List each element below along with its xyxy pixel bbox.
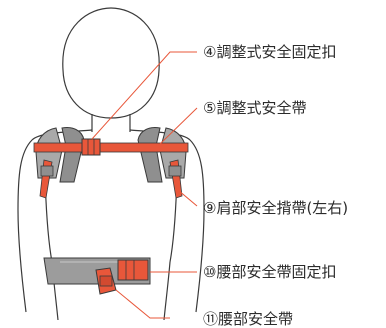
neck-outline <box>91 114 131 132</box>
harness-figure <box>17 7 205 320</box>
chest-buckle <box>81 138 101 156</box>
leader-5 <box>159 107 198 145</box>
shoulder-clip-left <box>40 165 54 177</box>
callout-adjustable-strap: ⑤調整式安全帶 <box>203 99 307 117</box>
chest-strap <box>33 142 189 153</box>
leader-11 <box>115 289 170 319</box>
leader-9 <box>177 189 198 207</box>
waist-belt-buckle <box>117 259 149 281</box>
callout-shoulder-strap: ⑨肩部安全揹帶(左右) <box>203 199 349 217</box>
callout-waist-strap: ⑪腰部安全帶 <box>203 310 294 328</box>
shoulder-clip-right <box>168 165 182 177</box>
torso-outline <box>17 129 205 320</box>
shoulder-strap-left <box>59 127 85 183</box>
leader-lines <box>91 51 198 319</box>
shoulder-strap-right <box>137 127 163 183</box>
harness-diagram: ④調整式安全固定扣 ⑤調整式安全帶 ⑨肩部安全揹帶(左右) ⑩腰部安全帶固定扣 … <box>17 7 349 328</box>
callout-waist-buckle: ⑩腰部安全帶固定扣 <box>203 263 337 281</box>
leader-4 <box>91 51 197 140</box>
head-outline <box>62 7 160 119</box>
callout-adjustable-buckle: ④調整式安全固定扣 <box>203 43 337 61</box>
